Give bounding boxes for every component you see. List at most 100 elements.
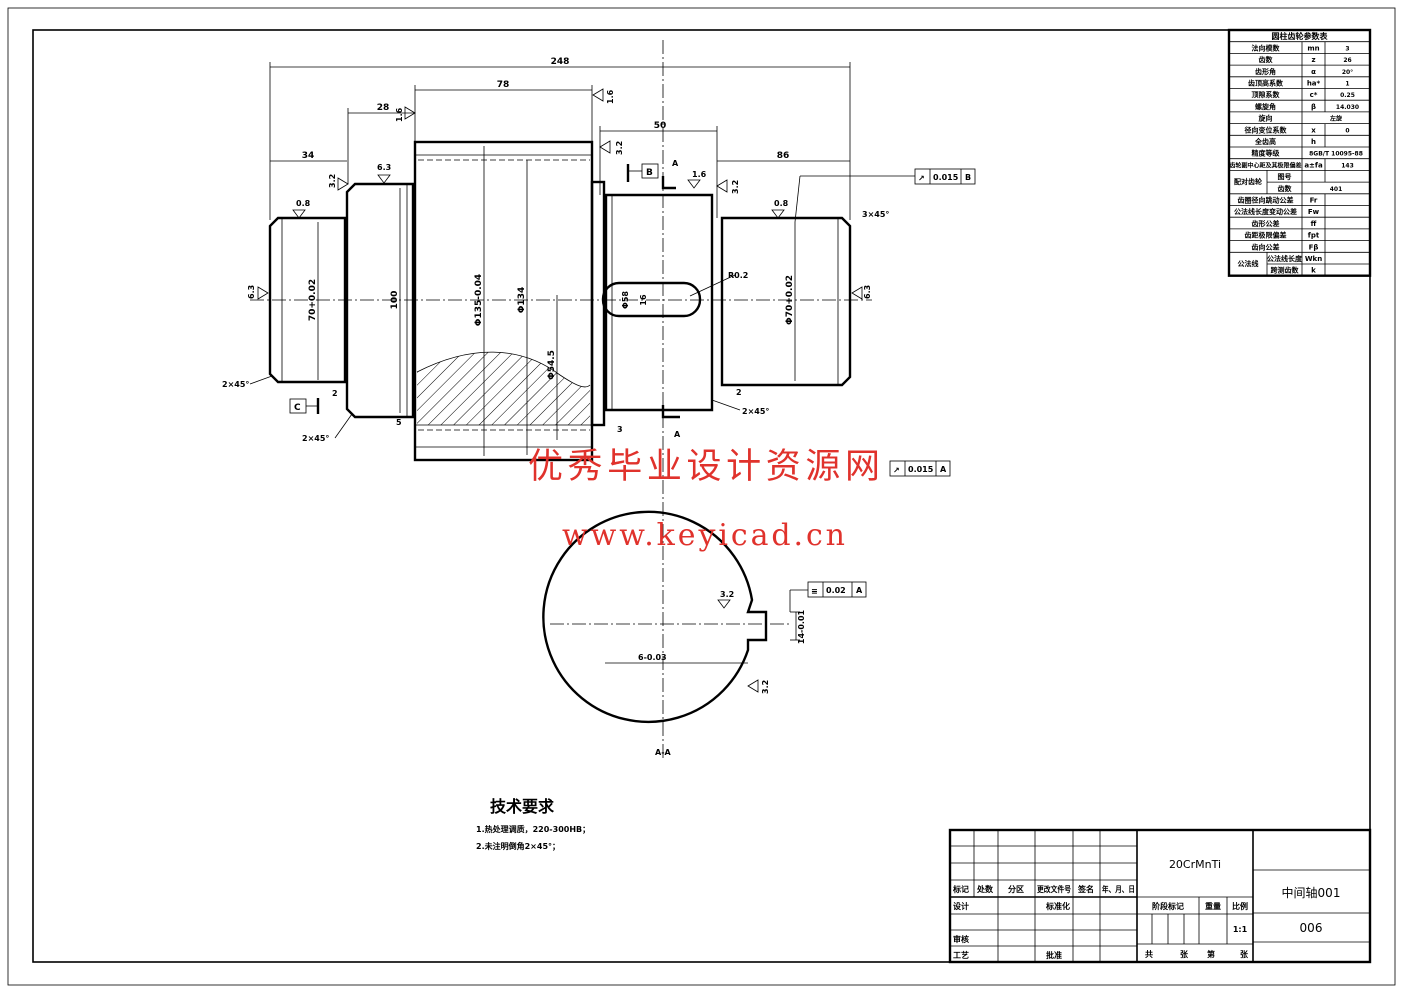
- table-param-name: 旋向: [1258, 114, 1273, 123]
- gap-5: 5: [396, 418, 402, 427]
- key-dim: 6-0.03: [638, 653, 667, 662]
- roughness-label: 0.8: [774, 199, 789, 208]
- watermark-title: 优秀毕业设计资源网: [528, 447, 880, 487]
- dim-gear-width: 78: [497, 80, 510, 90]
- table-param-value: 14.030: [1336, 104, 1359, 111]
- datum-c: C: [289, 398, 320, 414]
- roughness-label: 1.6: [606, 89, 615, 104]
- roughness-label: 3.2: [720, 590, 734, 599]
- leader-line: [689, 274, 736, 297]
- table-param-value: 20°: [1342, 69, 1353, 76]
- table-title: 圆柱齿轮参数表: [1272, 31, 1329, 41]
- material: 20CrMnTi: [1169, 858, 1221, 871]
- tolerance-value: 0.02: [826, 586, 846, 595]
- roughness-label: 3.2: [615, 141, 624, 155]
- label-sheets-2: 张: [1240, 950, 1249, 959]
- table-param-symbol: c*: [1310, 91, 1318, 99]
- table-param-value: 0.25: [1340, 92, 1355, 99]
- table-param-name: 螺旋角: [1255, 102, 1276, 111]
- roughness-label: 3.2: [761, 680, 770, 694]
- dim-overall-length: 248: [551, 57, 570, 67]
- dim-shoulder-length: 28: [377, 103, 390, 113]
- table-param-name: 全齿高: [1254, 137, 1276, 146]
- dim-bore: 100: [390, 291, 400, 310]
- drawing-frame: [32, 29, 1371, 963]
- roughness-label: 0.8: [296, 199, 311, 208]
- part-name: 中间轴001: [1282, 885, 1341, 900]
- table-param-name: 公法线: [1238, 259, 1259, 268]
- table-param-value: 左旋: [1329, 115, 1342, 123]
- table-param-value: 3: [1345, 45, 1349, 52]
- dim-seat-length: 50: [654, 121, 667, 131]
- chamfer-left-2: 2×45°: [302, 434, 329, 443]
- table-param-symbol: fpt: [1308, 232, 1320, 240]
- table-param-name: 法向模数: [1252, 43, 1281, 52]
- table-param-name: 齿向公差: [1252, 242, 1280, 251]
- table-sub-label: 图号: [1278, 172, 1292, 181]
- table-param-value: 1: [1345, 81, 1349, 88]
- table-param-name: 公法线长度变动公差: [1234, 207, 1297, 216]
- section-label: A-A: [655, 748, 672, 757]
- table-border: [1227, 28, 1372, 277]
- header-zone: 分区: [1008, 884, 1024, 894]
- table-param-name: 齿圈径向跳动公差: [1238, 196, 1294, 205]
- shaft-front-view: [268, 140, 852, 462]
- gap-2b: 2: [736, 388, 742, 397]
- roughness-label: 1.6: [395, 107, 404, 122]
- label-total: 共: [1145, 949, 1153, 959]
- drawing-number: 006: [1300, 921, 1323, 935]
- table-param-symbol: h: [1311, 138, 1316, 146]
- table-param-value: 401: [1330, 186, 1343, 193]
- section-arrow-bottom: [661, 405, 680, 419]
- gap-2a: 2: [332, 389, 338, 398]
- runout-icon: ↗: [918, 174, 925, 183]
- dimension-lines: [269, 62, 851, 220]
- runout-tolerance-a: ↗ 0.015 A: [889, 460, 951, 477]
- label-stage-mark: 阶段标记: [1152, 901, 1184, 911]
- roughness-label: 6.3: [247, 285, 256, 299]
- table-param-name: 齿形角: [1255, 67, 1276, 76]
- datum-c-label: C: [294, 403, 301, 413]
- dim-root-diameter: Φ134: [517, 287, 527, 313]
- dim-key-radius: R0.2: [728, 271, 748, 280]
- table-param-value: 0: [1345, 127, 1349, 134]
- datum-b-label: B: [646, 168, 653, 178]
- label-design: 设计: [953, 901, 969, 911]
- table-param-symbol: z: [1311, 56, 1315, 64]
- section-mark-top: A: [672, 159, 679, 168]
- roughness-label: 1.6: [692, 170, 707, 179]
- table-param-symbol: Fr: [1310, 197, 1318, 205]
- dim-gear-diameter: Φ135-0.04: [474, 274, 484, 326]
- leader-line: [711, 399, 741, 411]
- runout-tolerance-b: ↗ 0.015 B: [794, 168, 976, 223]
- runout-icon: ↗: [893, 466, 900, 475]
- tolerance-datum: B: [965, 173, 971, 182]
- datum-b: B: [626, 163, 659, 182]
- tech-requirement-item: 2.未注明倒角2×45°；: [476, 841, 560, 852]
- table-param-name: 齿顶高系数: [1248, 79, 1284, 88]
- header-date: 年、月、日: [1102, 884, 1135, 894]
- table-param-name: 精度等级: [1252, 149, 1281, 158]
- roughness-label: 3.2: [328, 174, 337, 188]
- label-sheet-no: 第: [1207, 949, 1215, 959]
- header-change-doc: 更改文件号: [1037, 884, 1071, 894]
- symmetry-icon: ≡: [811, 587, 818, 596]
- watermark-url: www.keyicad.cn: [562, 518, 845, 553]
- key-depth-dim: 14-0.01: [797, 609, 806, 644]
- table-param-symbol: Fw: [1308, 208, 1320, 216]
- table-param-symbol: mn: [1307, 44, 1319, 52]
- chamfer-left: 2×45°: [222, 380, 249, 389]
- dim-key-length: Φ58: [621, 291, 630, 309]
- table-param-name: 齿数: [1259, 55, 1274, 64]
- leader-line: [249, 375, 273, 385]
- dim-key-width: 16: [639, 294, 648, 306]
- tolerance-value: 0.015: [933, 173, 959, 182]
- table-param-name: 齿形公差: [1252, 219, 1280, 228]
- dim-right-journal-length: 86: [777, 151, 790, 161]
- dim-right-diameter: Φ70+0.02: [785, 275, 795, 325]
- label-review: 审核: [953, 934, 969, 944]
- symmetry-tolerance: ≡ 0.02 A: [789, 581, 867, 612]
- section-mark-bottom: A: [674, 430, 681, 439]
